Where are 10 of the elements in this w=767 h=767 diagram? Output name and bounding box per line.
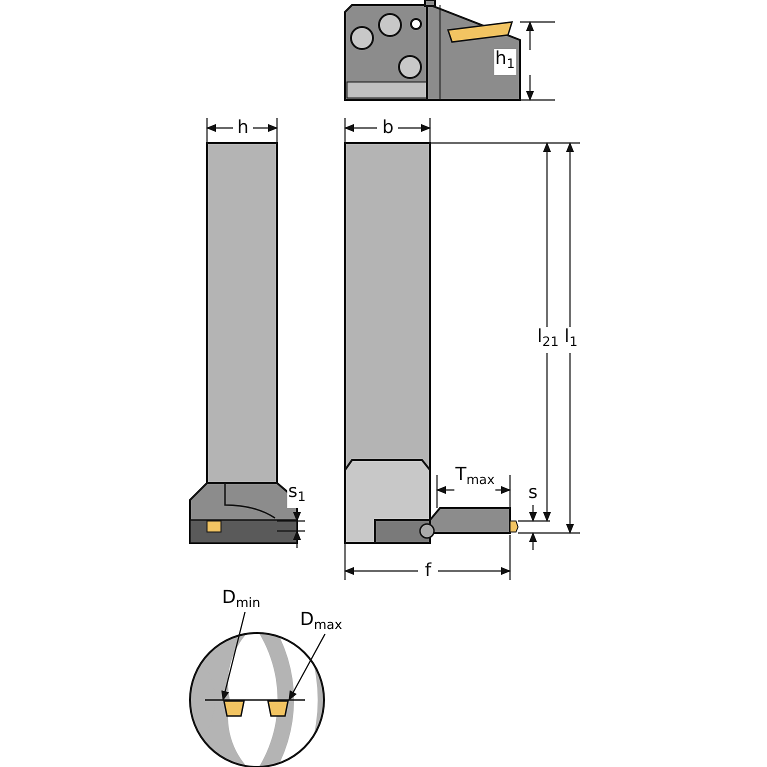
dimension-label: l$_{1}$	[563, 327, 579, 353]
dimension-label: D$_{min}$	[222, 587, 260, 608]
insert-icon	[267, 700, 289, 717]
dimension-label: D$_{max}$	[300, 609, 342, 630]
leader-line	[221, 612, 246, 701]
dimension-label: h$_{1}$	[494, 49, 516, 75]
insert-icon	[223, 700, 245, 717]
dimension-label: l$_{21}$	[536, 327, 560, 353]
leader-line	[288, 634, 326, 701]
dimension-label: T$_{max}$	[454, 465, 496, 491]
